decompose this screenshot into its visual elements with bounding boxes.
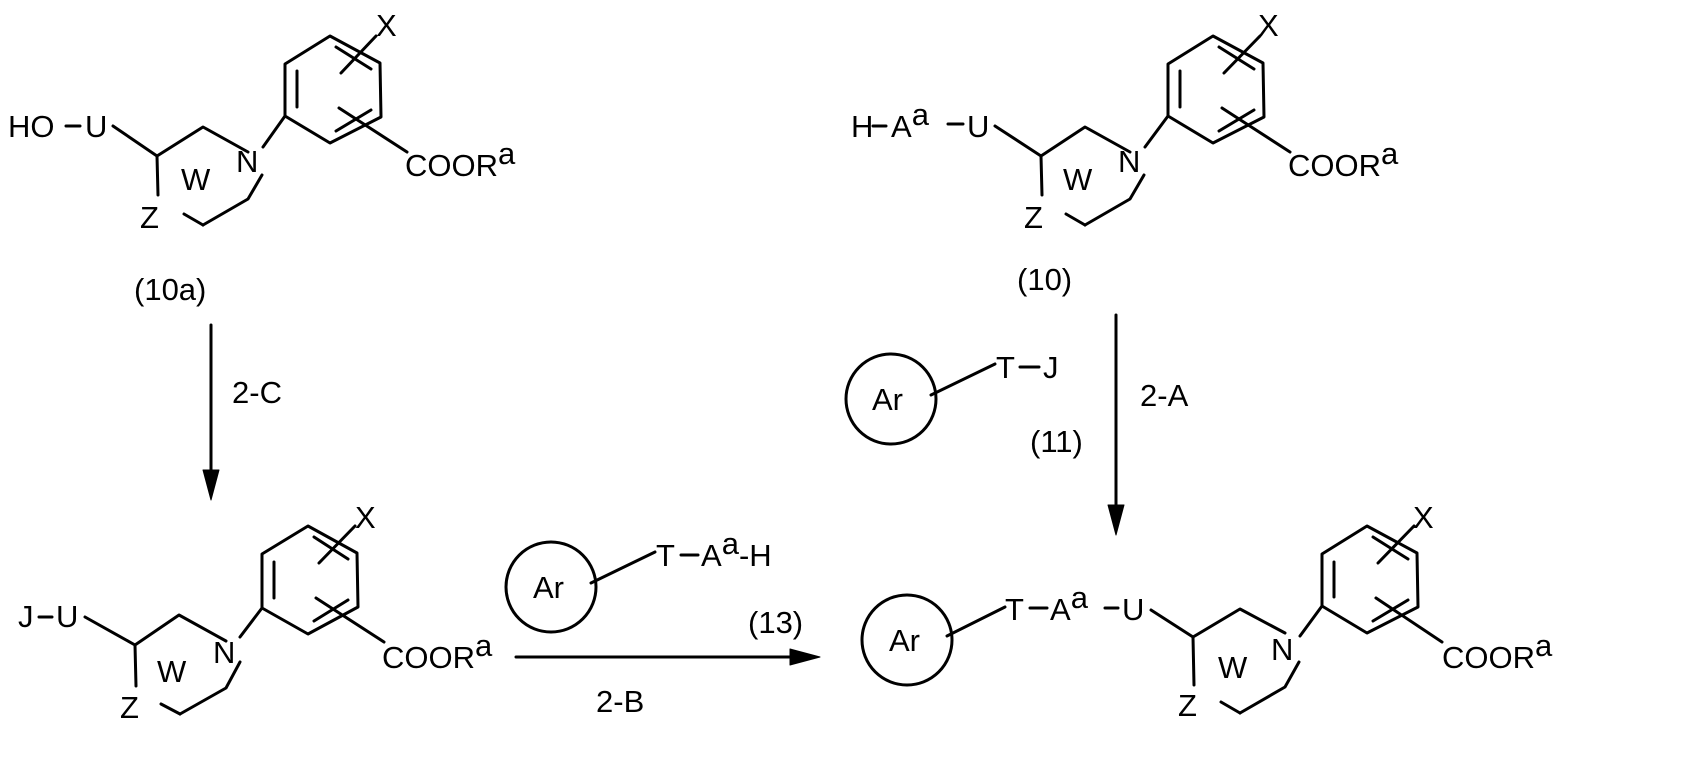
ring-atom-z: Z [1178,688,1197,723]
ring-letter-w: W [1218,650,1248,685]
reagent-t: T [656,538,675,573]
substituent-x: X [355,500,376,535]
substituent-h: H [851,109,873,144]
arrow-2c: 2-C [203,325,282,500]
ring-w [157,127,248,156]
substituent-x: X [1258,8,1279,43]
aryl-label: Ar [533,570,564,605]
reagent-t: T [996,350,1015,385]
reagent-label-13: (13) [748,605,803,640]
compound-label-10: (10) [1017,262,1072,297]
reagent-13: Ar T Aa-H (13) [506,526,803,640]
compound-12: J U W Z N X COORa [18,500,493,725]
substituent-aa: Aa [891,97,930,144]
product-compound: Ar T Aa U W Z N X COORa [862,500,1553,723]
ester-cooor: COORa [1442,628,1553,675]
ring-atom-n: N [213,635,235,670]
substituent-t: T [1005,592,1024,627]
compound-label-10a: (10a) [134,272,206,307]
substituent-x: X [376,8,397,43]
benzene-ring [262,526,358,634]
substituent-u: U [56,599,78,634]
ring-atom-n: N [1271,632,1293,667]
substituent-ho: HO [8,109,55,144]
substituent-u: U [85,109,107,144]
reagent-aa-h: Aa-H [701,526,772,573]
arrow-2b: 2-B [516,649,820,719]
aryl-label: Ar [889,623,920,658]
ester-cooor: COORa [382,628,493,675]
compound-10a: HO U W Z N X COORa (10a) [8,8,516,307]
substituent-u: U [967,109,989,144]
substituent-x: X [1413,500,1434,535]
step-label-2b: 2-B [596,684,644,719]
ester-cooor: COORa [405,136,516,183]
reagent-11: Ar T J (11) [846,350,1083,459]
ring-atom-n: N [236,144,258,179]
ring-atom-n: N [1118,144,1140,179]
ring-atom-z: Z [120,690,139,725]
step-label-2a: 2-A [1140,378,1189,413]
ring-atom-z: Z [140,200,159,235]
ring-atom-z: Z [1024,200,1043,235]
step-label-2c: 2-C [232,375,282,410]
arrow-2a: 2-A [1108,315,1189,535]
substituent-u: U [1122,592,1144,627]
reagent-label-11: (11) [1030,424,1083,459]
substituent-j: J [18,599,34,634]
reagent-j: J [1043,350,1059,385]
ring-letter-w: W [157,654,187,689]
substituent-aa: Aa [1050,580,1089,627]
ring-letter-w: W [181,162,211,197]
ester-cooor: COORa [1288,136,1399,183]
ring-w [1041,127,1130,156]
compound-10: H Aa U W Z N X COORa (10) [851,8,1399,297]
aryl-label: Ar [872,382,903,417]
ring-letter-w: W [1063,162,1093,197]
